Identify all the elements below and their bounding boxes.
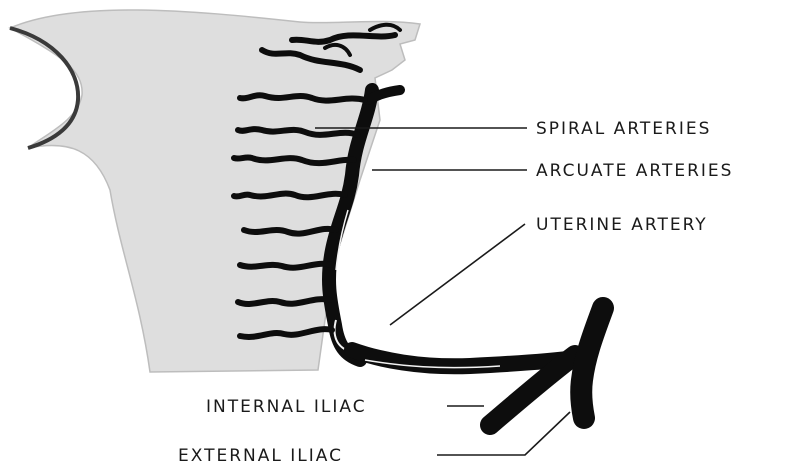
spiral-artery-branch <box>234 194 345 198</box>
label-uterine-artery: UTERINE ARTERY <box>536 215 708 235</box>
leader-uterine-artery <box>390 224 525 325</box>
external-iliac-vessel <box>581 308 603 418</box>
label-external-iliac: EXTERNAL ILIAC <box>178 446 343 466</box>
label-internal-iliac: INTERNAL ILIAC <box>206 397 367 417</box>
label-arcuate-arteries: ARCUATE ARTERIES <box>536 161 733 181</box>
spiral-artery-branch <box>240 264 332 268</box>
label-spiral-arteries: SPIRAL ARTERIES <box>536 119 711 139</box>
uterus-outline <box>10 10 420 372</box>
uterine-artery <box>352 350 575 368</box>
